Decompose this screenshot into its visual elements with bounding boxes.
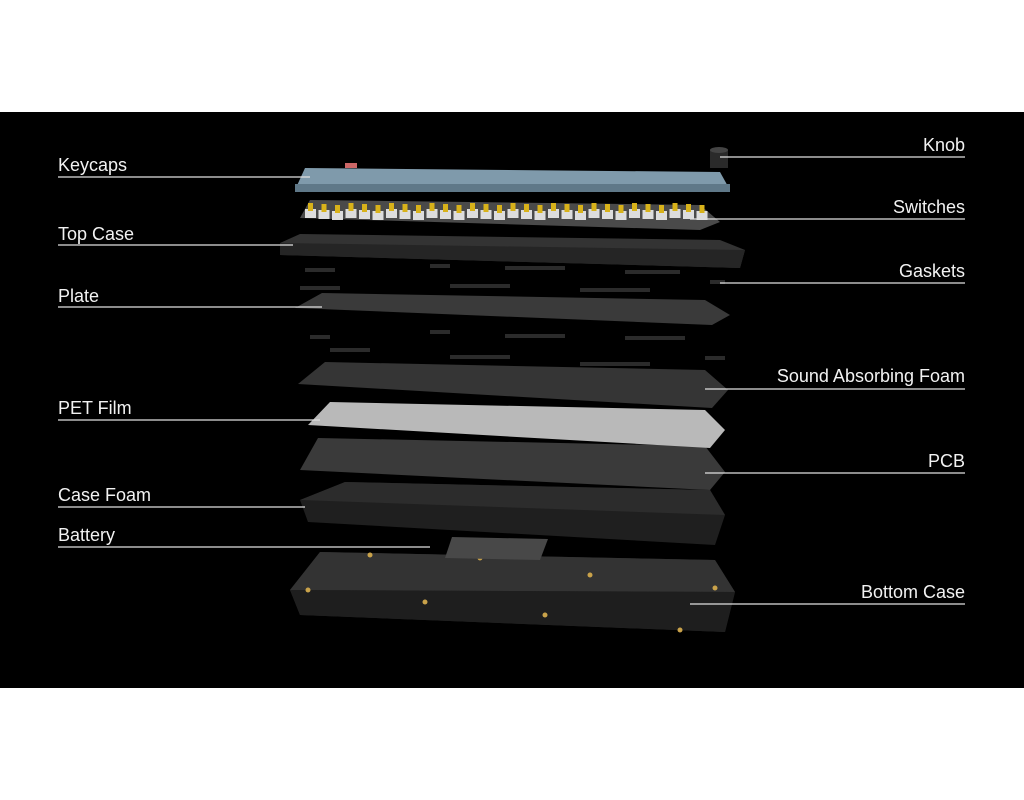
battery-part	[445, 537, 548, 560]
switch-body	[494, 211, 505, 220]
switch-body	[426, 209, 438, 218]
switch-body	[575, 211, 586, 220]
keyboard-layers	[58, 147, 965, 633]
switches-part	[300, 200, 720, 230]
switch-body	[683, 210, 694, 219]
label-plate: Plate	[58, 286, 100, 306]
switch-stem	[591, 203, 597, 211]
leader-lines	[58, 156, 965, 605]
switch-stem	[510, 203, 516, 211]
switch-body	[305, 209, 316, 218]
bottom-case-part	[290, 552, 735, 633]
switch-stem	[429, 203, 435, 211]
gaskets-part	[300, 264, 725, 366]
label-knob: Knob	[922, 135, 965, 155]
switch-body	[669, 209, 681, 218]
label-pcb: PCB	[927, 451, 965, 471]
label-battery: Battery	[58, 525, 116, 545]
label-top-case: Top Case	[58, 224, 135, 244]
switch-stem	[605, 204, 610, 212]
switch-body	[521, 210, 532, 219]
switch-stem	[402, 204, 408, 212]
switch-body	[615, 211, 627, 220]
switch-stem	[551, 203, 556, 211]
keycaps-part	[295, 163, 730, 192]
switch-body	[696, 211, 708, 220]
switch-stem	[659, 205, 664, 213]
switch-body	[561, 210, 573, 219]
switch-stem	[578, 205, 583, 213]
switch-stem	[632, 203, 637, 211]
switch-stem	[672, 203, 678, 211]
switch-body	[453, 211, 465, 220]
switch-stem	[321, 204, 327, 212]
switch-body	[480, 210, 492, 219]
switch-body	[534, 211, 546, 220]
switch-stem	[308, 203, 313, 211]
switch-stem	[699, 205, 705, 213]
switch-stem	[618, 205, 624, 213]
switch-body	[332, 211, 343, 220]
switch-stem	[416, 205, 421, 213]
switch-stem	[348, 203, 354, 211]
switch-stem	[389, 203, 394, 211]
switch-stem	[335, 205, 340, 213]
pcb-part	[300, 438, 725, 490]
switch-body	[507, 209, 519, 218]
switch-body	[345, 209, 357, 218]
switch-stem	[375, 205, 381, 213]
switch-body	[359, 210, 370, 219]
switch-body	[386, 209, 397, 218]
switch-body	[399, 210, 411, 219]
switch-body	[548, 209, 559, 218]
sound-foam-part	[298, 362, 728, 408]
switch-stem	[362, 204, 367, 212]
switch-body	[467, 209, 478, 218]
switch-stem	[443, 204, 448, 212]
switch-body	[588, 209, 600, 218]
switch-stem	[686, 204, 691, 212]
switch-body	[602, 210, 613, 219]
switch-body	[413, 211, 424, 220]
switch-body	[642, 210, 654, 219]
switch-stem	[537, 205, 543, 213]
switch-stem	[564, 204, 570, 212]
label-keycaps: Keycaps	[58, 155, 128, 175]
switch-body	[440, 210, 451, 219]
label-bottom-case: Bottom Case	[860, 582, 965, 602]
knob-part	[710, 147, 728, 168]
switch-stem	[483, 204, 489, 212]
pet-film-part	[308, 402, 725, 448]
switch-stem	[645, 204, 651, 212]
switch-stem	[524, 204, 529, 212]
switch-body	[656, 211, 667, 220]
switch-stem	[470, 203, 475, 211]
label-pet-film: PET Film	[58, 398, 132, 418]
exploded-diagram: Keycaps Top Case Plate PET Film Case Foa…	[0, 112, 1024, 688]
label-switches: Switches	[892, 197, 965, 217]
switch-stem	[497, 205, 502, 213]
switch-body	[372, 211, 384, 220]
switch-body	[318, 210, 330, 219]
switch-stem	[456, 205, 462, 213]
label-sound-absorbing-foam: Sound Absorbing Foam	[776, 366, 965, 386]
switch-body	[629, 209, 640, 218]
label-case-foam: Case Foam	[58, 485, 152, 505]
plate-part	[295, 293, 730, 325]
label-gaskets: Gaskets	[898, 261, 965, 281]
